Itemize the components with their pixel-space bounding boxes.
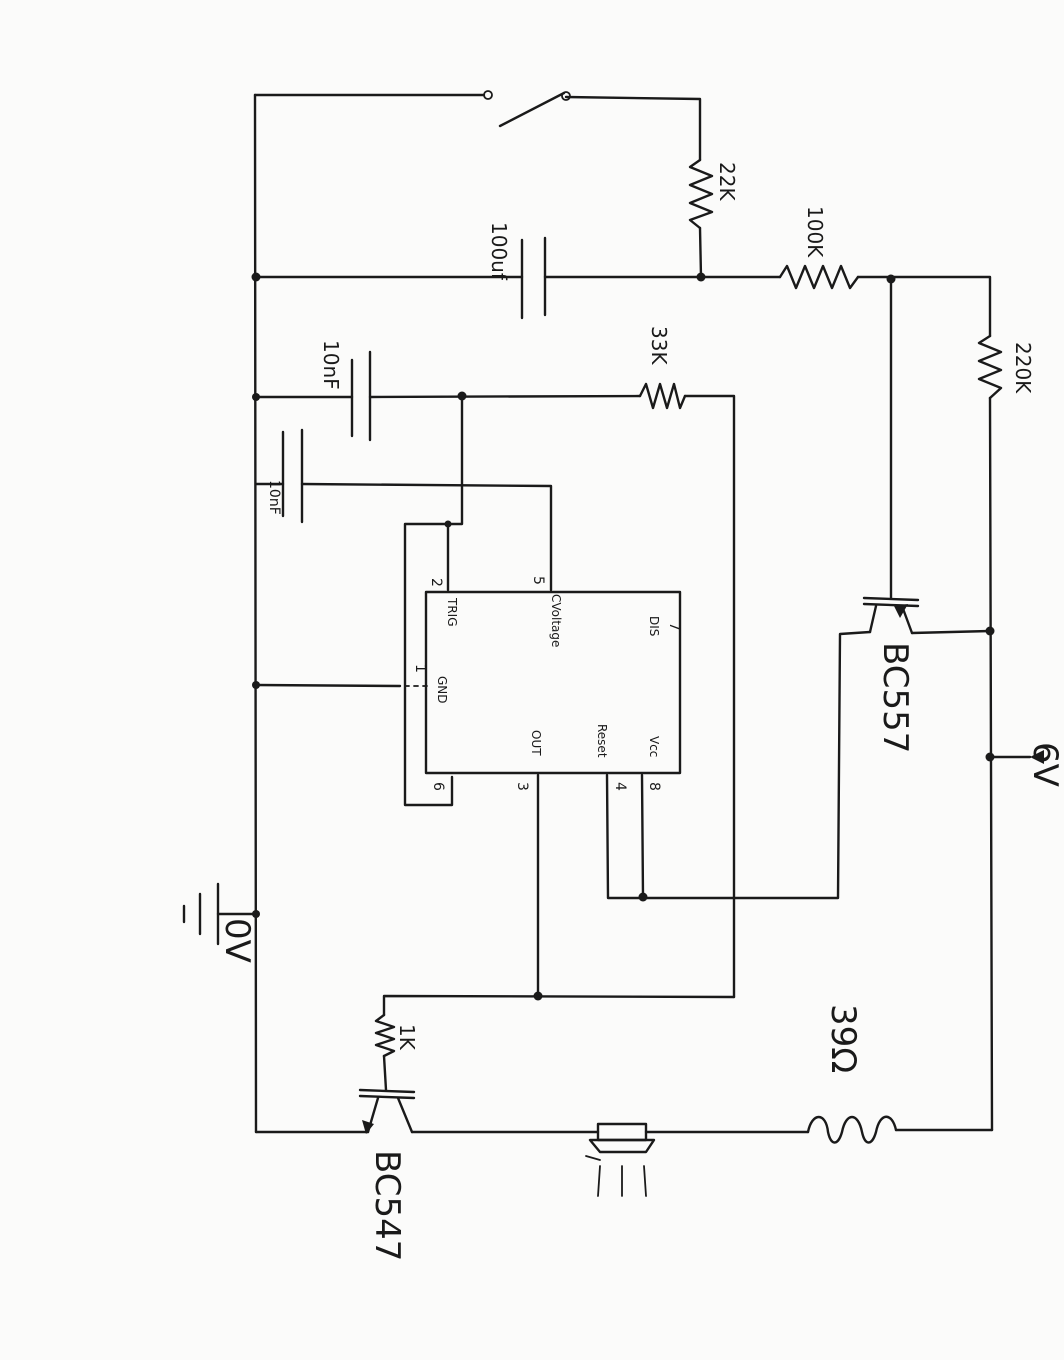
junction-dot <box>696 272 706 282</box>
supply-terminal <box>1030 750 1044 764</box>
label-0v: 0V <box>217 918 257 963</box>
switch <box>483 90 571 128</box>
ic-pin-labels: 2 TRIG 5 CVoltage 7 DIS 1 GND 6 OUT 3 Re… <box>412 576 682 791</box>
resistor-22k <box>688 158 714 230</box>
junction-dot <box>638 892 648 902</box>
label-33k: 33K <box>647 326 671 365</box>
junction-dot <box>251 272 261 282</box>
resistor-39ohm <box>806 1115 898 1144</box>
out-to-1k-wire <box>382 994 736 1017</box>
r1k-lower-wire <box>382 1054 388 1092</box>
switch-contact <box>561 91 571 101</box>
label-bc557: BC557 <box>875 642 915 753</box>
label-39ohm: 39Ω <box>823 1004 863 1073</box>
junctions <box>251 272 995 1001</box>
speaker <box>585 1122 656 1197</box>
pin-2-name: TRIG <box>445 597 459 627</box>
resistor-220k <box>977 334 1003 400</box>
junction-dot <box>886 274 896 284</box>
junction-dot <box>252 393 260 401</box>
junction-dot <box>457 391 467 401</box>
label-10nf-b: 10nF <box>266 480 282 515</box>
r33k-right-wire <box>683 394 736 999</box>
r22k-lower-wire <box>698 226 703 279</box>
ground-symbol <box>182 882 258 946</box>
switch-contact <box>483 90 493 100</box>
label-22k: 22K <box>715 162 739 201</box>
label-100k: 100K <box>803 206 827 258</box>
ic-555-body <box>424 590 682 775</box>
label-1k: 1K <box>395 1024 419 1051</box>
pin-3-name: OUT <box>529 730 543 756</box>
supply-rail <box>988 396 994 1132</box>
ground-rail <box>253 93 258 1134</box>
trig-node-wire <box>403 394 464 807</box>
label-10nf-a: 10nF <box>319 340 343 390</box>
pin-5-name: CVoltage <box>549 594 563 647</box>
label-bc547: BC547 <box>367 1150 407 1261</box>
resistor-33k <box>638 382 687 410</box>
pin-7-number: 7 <box>666 622 682 631</box>
pin-3-number: 3 <box>514 782 530 791</box>
pin-8-name: Vcc <box>647 736 661 757</box>
capacitor-10nf-b <box>281 428 304 524</box>
component-labels: 22K 100uf 100K 220K 33K 10nF 10nF BC557 … <box>217 162 1064 1261</box>
resistor-100k <box>778 264 860 290</box>
transistor-bc547 <box>358 1088 416 1134</box>
pin-7-name: DIS <box>647 616 661 636</box>
pin-1-number: 1 <box>412 664 428 673</box>
junction-dot <box>252 681 260 689</box>
switch-wire-right <box>564 95 702 162</box>
bc557-collector-wire <box>605 630 872 900</box>
bc557-emitter-wire <box>910 629 992 635</box>
capacitor-100uf <box>520 236 547 320</box>
vcc-wire <box>640 773 645 899</box>
wires <box>253 93 1032 1134</box>
junction-dot <box>985 626 995 636</box>
label-6v: 6V <box>1025 742 1064 787</box>
pin-8-number: 8 <box>646 782 662 791</box>
junction-dot <box>985 752 995 762</box>
pin-5-number: 5 <box>530 576 546 585</box>
resistor-1k <box>374 1013 396 1058</box>
switch-lever <box>498 91 566 128</box>
capacitor-10nf-a <box>350 350 372 442</box>
pin-6-number: 6 <box>430 782 446 791</box>
cap-10nf-a-right-wire <box>368 394 642 399</box>
gnd-pin-wire <box>254 683 402 688</box>
pin-4-name: Reset <box>595 724 609 758</box>
label-220k: 220K <box>1011 342 1035 394</box>
r100k-right-wire <box>856 275 992 338</box>
pin-2-number: 2 <box>428 578 444 587</box>
cv-wire <box>300 482 553 592</box>
pin-4-number: 4 <box>612 782 628 791</box>
label-100uf: 100uf <box>487 222 511 281</box>
junction-dot <box>533 991 543 1001</box>
transistor-bc557 <box>862 596 920 635</box>
junction-dot <box>444 520 452 528</box>
pin-1-name: GND <box>435 676 449 704</box>
